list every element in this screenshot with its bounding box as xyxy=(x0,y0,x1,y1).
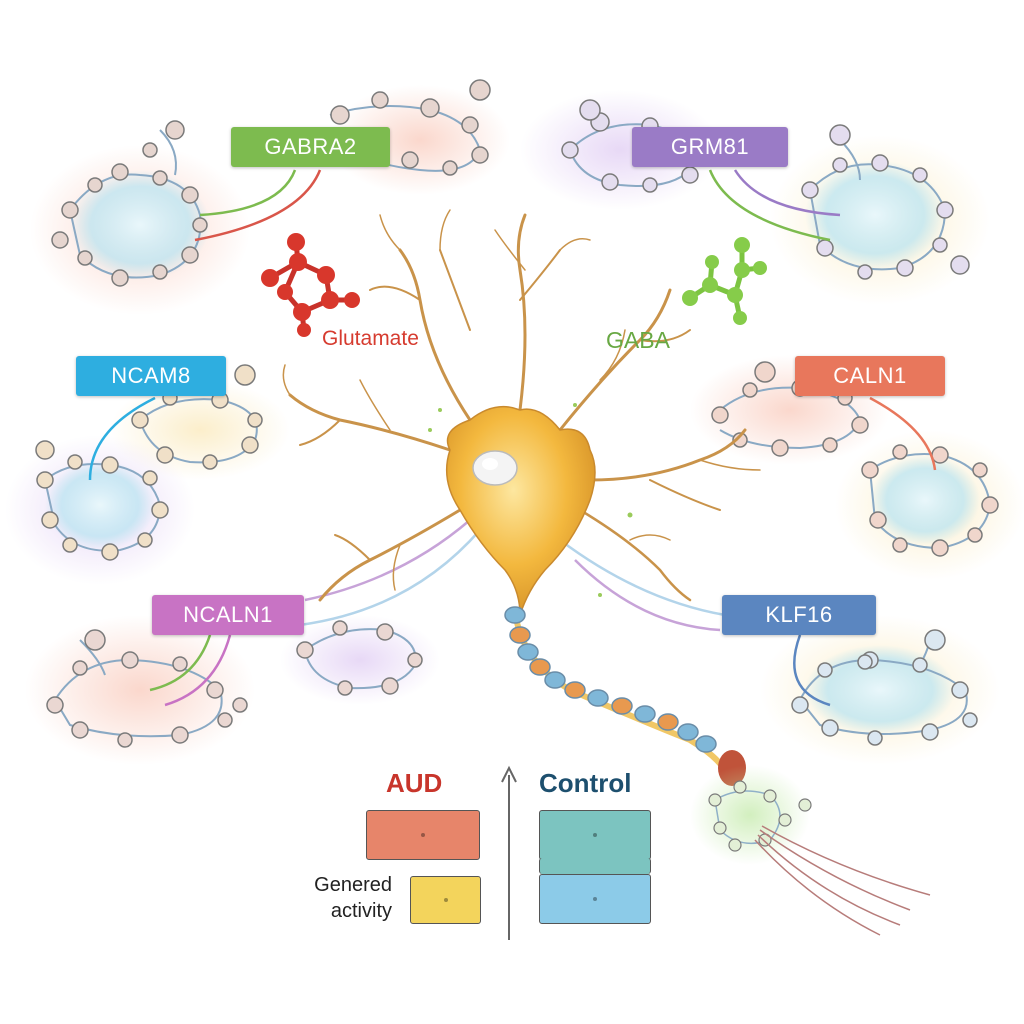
gene-label-gabra2: GABRA2 xyxy=(231,127,390,167)
legend-dot xyxy=(593,833,597,837)
gene-label-grm81: GRM81 xyxy=(632,127,788,167)
glutamate-molecule-icon xyxy=(261,233,360,337)
gene-label-ncaln1: NCALN1 xyxy=(152,595,304,635)
sparkles xyxy=(428,403,633,597)
axon-icon xyxy=(504,606,931,936)
legend-control-box-bottom xyxy=(539,874,651,924)
gaba-label: GABA xyxy=(606,327,670,353)
legend-control-box-top xyxy=(539,810,651,860)
protein-network-icon xyxy=(5,79,1024,765)
gaba-molecule-icon xyxy=(682,237,767,325)
legend-control-title: Control xyxy=(539,768,632,798)
gene-label-caln1: CALN1 xyxy=(795,356,945,396)
legend-activity-line1: Genered xyxy=(314,874,392,896)
legend-aud-title: AUD xyxy=(386,768,443,798)
legend-aud-box xyxy=(366,810,480,860)
legend-activity-line2: activity xyxy=(330,900,392,922)
glutamate-label: Glutamate xyxy=(322,327,419,350)
legend-dot xyxy=(421,833,425,837)
legend-control-connector xyxy=(539,858,651,874)
neuron-icon xyxy=(282,209,761,616)
legend-dot xyxy=(593,897,597,901)
arrow-up-icon xyxy=(501,765,517,940)
legend-activity-label: Genered activity xyxy=(292,872,392,924)
legend-dot xyxy=(443,898,448,902)
gene-label-ncam8: NCAM8 xyxy=(76,356,226,396)
legend-activity-box xyxy=(410,876,481,924)
gene-label-klf16: KLF16 xyxy=(722,595,876,635)
